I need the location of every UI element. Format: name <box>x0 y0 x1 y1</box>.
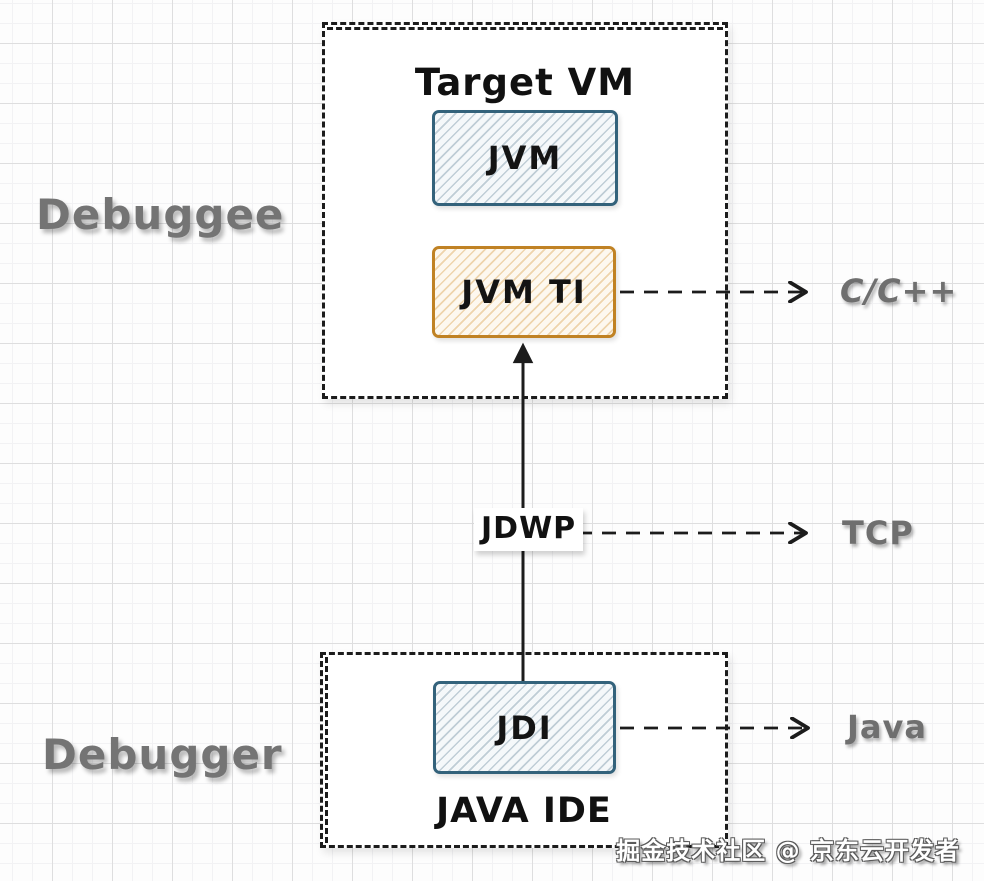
c-cpp-label: C/C++ <box>840 272 958 310</box>
jvmti-node: JVM TI <box>432 246 616 338</box>
tcp-label: TCP <box>842 514 914 552</box>
jvm-node: JVM <box>432 110 618 206</box>
java-label: Java <box>847 708 927 746</box>
target-vm-box: Target VM <box>322 22 728 399</box>
jvmti-node-label: JVM TI <box>461 273 587 311</box>
debuggee-label: Debuggee <box>36 190 285 239</box>
java-ide-title: JAVA IDE <box>436 791 612 831</box>
target-vm-title: Target VM <box>414 61 636 104</box>
debugger-label: Debugger <box>42 730 283 779</box>
jvm-node-label: JVM <box>487 139 563 177</box>
jdwp-protocol-label: JDWP <box>474 508 584 551</box>
jdi-node-label: JDI <box>496 708 553 747</box>
watermark-text: 掘金技术社区 @ 京东云开发者 <box>616 837 960 865</box>
jdi-node: JDI <box>433 681 616 774</box>
